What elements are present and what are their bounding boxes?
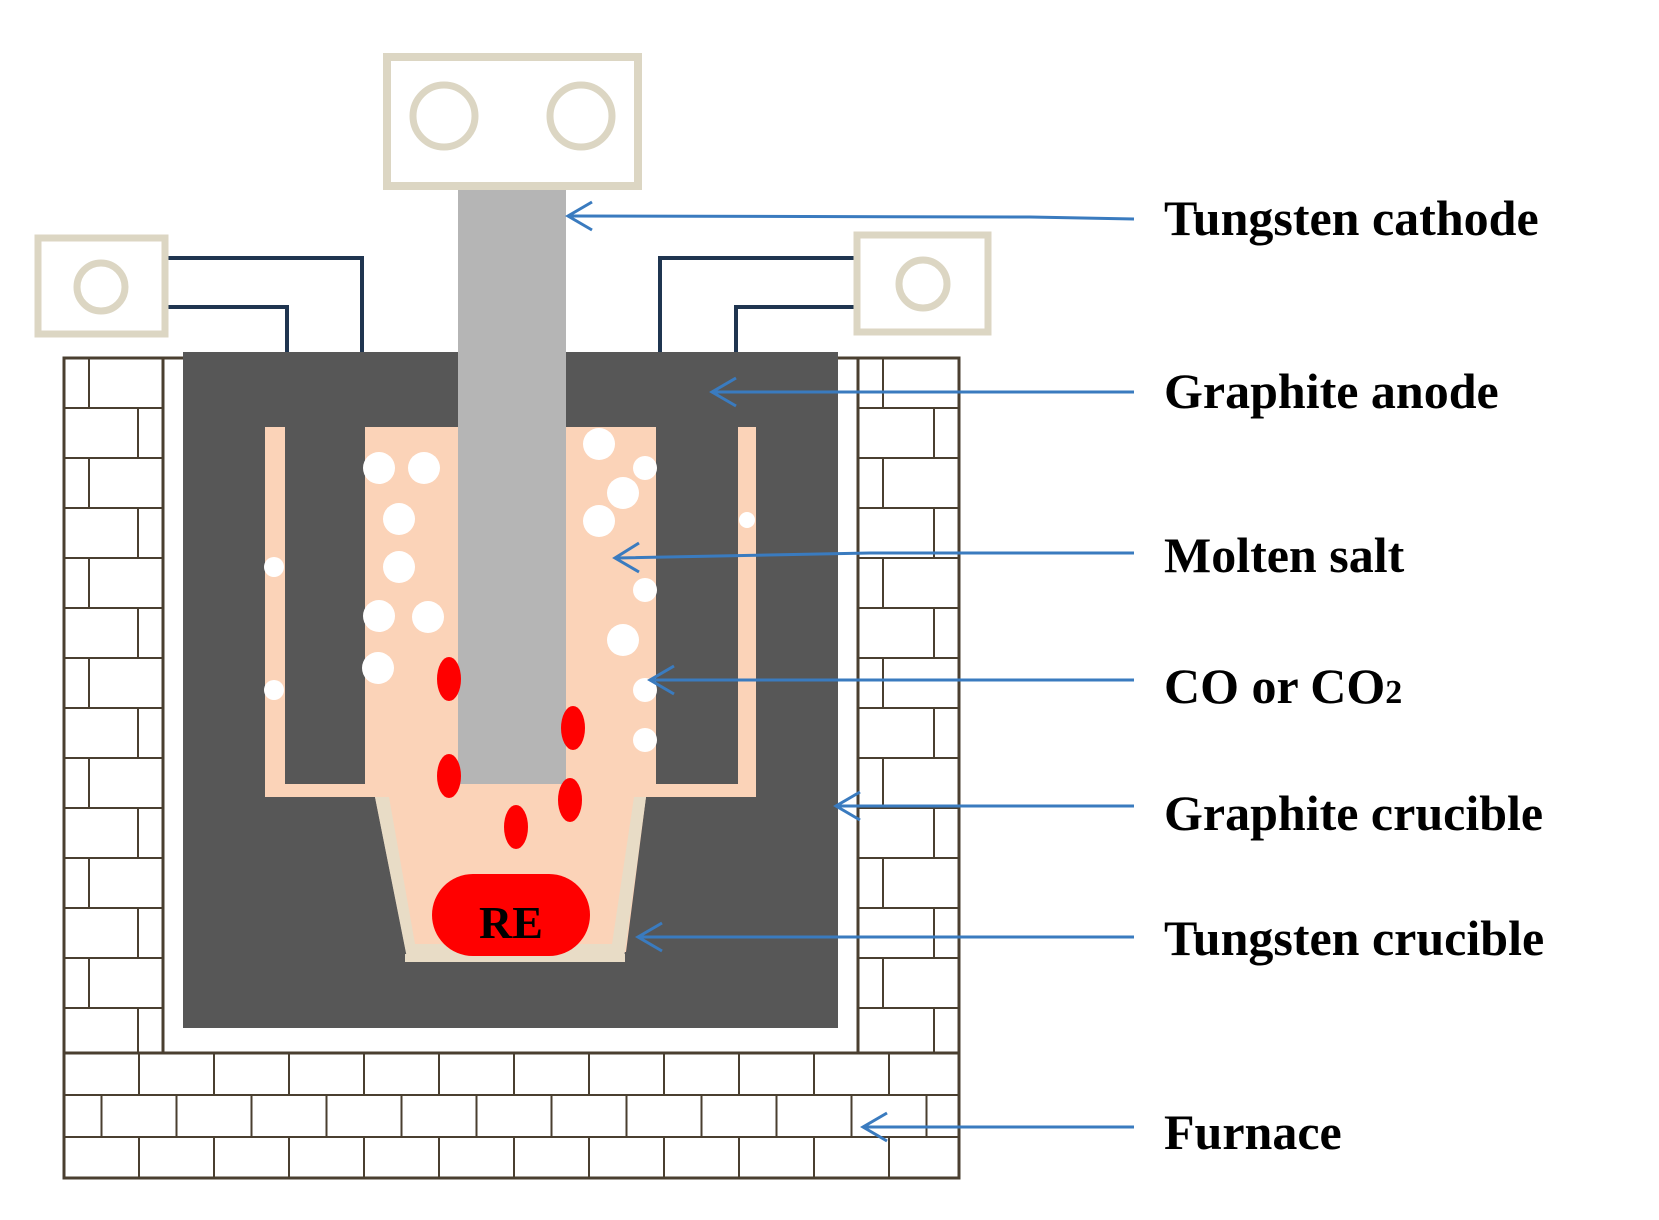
wires [164, 256, 856, 352]
arrow-tungsten-crucible [635, 921, 1134, 953]
bubble [383, 503, 415, 535]
bubble [383, 551, 415, 583]
label-graphite-crucible: Graphite crucible [1164, 785, 1543, 841]
wire-right-inner [734, 305, 856, 352]
bubble [264, 680, 284, 700]
terminal-hole-icon [409, 81, 479, 151]
re-droplet [561, 706, 585, 750]
arrow-graphite-anode [709, 376, 1134, 408]
graphite-anode-right [656, 352, 738, 784]
bubble [633, 578, 657, 602]
label-co-text: CO or CO [1164, 658, 1385, 714]
bubble [583, 428, 615, 460]
leader-arrows [565, 200, 1135, 1143]
arrow-tungsten-cathode [565, 200, 1135, 232]
bubble [633, 728, 657, 752]
furnace-brick-pattern [64, 358, 959, 1178]
furnace-left-wall [62, 356, 165, 1057]
labels: Tungsten cathode Graphite anode Molten s… [1164, 190, 1544, 1160]
arrow-molten-salt [612, 541, 1134, 574]
bubble [412, 601, 444, 633]
bubble [362, 652, 394, 684]
rare-earth-pool [432, 874, 590, 956]
bubble [264, 557, 284, 577]
terminal-hole-icon [546, 81, 616, 151]
label-co-co2: CO or CO2 [1164, 658, 1402, 714]
bubble [408, 452, 440, 484]
re-droplet [558, 778, 582, 822]
label-tungsten-crucible: Tungsten crucible [1164, 910, 1544, 966]
re-droplet [504, 805, 528, 849]
label-tungsten-cathode: Tungsten cathode [1164, 190, 1539, 246]
terminal-hole-icon [895, 256, 951, 312]
re-droplet [437, 754, 461, 798]
bubble [607, 624, 639, 656]
bubble [633, 678, 657, 702]
wire-left-inner [164, 305, 289, 352]
re-droplet [437, 657, 461, 701]
label-furnace: Furnace [1164, 1104, 1342, 1160]
label-graphite-anode: Graphite anode [1164, 363, 1499, 419]
furnace-right-wall [856, 356, 961, 1057]
graphite-anode-left [285, 352, 365, 784]
bubble [607, 477, 639, 509]
label-molten-salt: Molten salt [1164, 527, 1405, 583]
bubble [633, 456, 657, 480]
bubble [739, 512, 755, 528]
arrow-co-co2 [647, 664, 1134, 696]
wire-left-outer [164, 256, 364, 352]
label-co2-subscript: 2 [1385, 674, 1402, 711]
gas-bubbles [264, 428, 755, 752]
bubble [583, 505, 615, 537]
arrow-furnace [860, 1111, 1134, 1143]
arrow-graphite-crucible [833, 790, 1134, 822]
bubble [363, 600, 395, 632]
re-label: RE [479, 897, 543, 948]
terminals [34, 53, 992, 338]
terminal-hole-icon [73, 259, 129, 315]
rare-earth-droplets [437, 657, 585, 849]
tungsten-crucible [375, 797, 646, 958]
wire-right-outer [658, 256, 856, 352]
tungsten-cathode [458, 188, 566, 784]
bubble [363, 452, 395, 484]
furnace-bottom-wall [62, 1051, 961, 1180]
